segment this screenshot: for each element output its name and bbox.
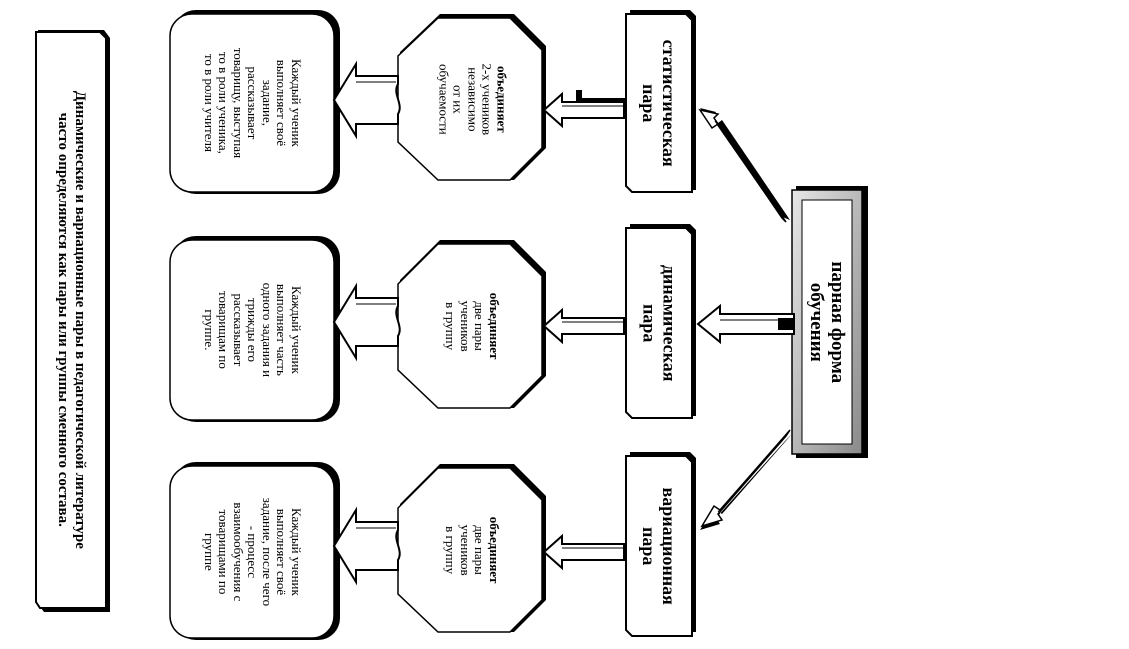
type-box-1 [625, 10, 696, 193]
desc-line-2-3: одного задания и [259, 282, 275, 378]
desc-box-2 [169, 236, 340, 422]
desc-line-2-4: трижды его [245, 297, 261, 363]
octagon-1 [397, 14, 546, 181]
unites-line-2-2: учеников [458, 300, 473, 352]
desc-line-1-6: то в роли ученика, [216, 51, 232, 155]
arrow-type-to-octagon-2 [542, 307, 625, 345]
unites-line-2-3: в группу [443, 302, 459, 350]
type-label-2-line-2: пара [639, 303, 660, 343]
desc-line-2-6: товарищам по [216, 291, 232, 369]
unites-text-2: объединяет две пары учеников в группу [406, 246, 538, 406]
unites-line-1-2: независимо [465, 66, 481, 132]
desc-line-3-6: товарищами по [216, 509, 232, 595]
arrow-octagon-to-desc-3 [332, 506, 401, 586]
desc-line-3-7: группе [201, 533, 217, 571]
unites-line-3-2: учеников [458, 524, 473, 576]
type-box-3 [625, 452, 696, 637]
main-box-line-1: парная форма [827, 261, 849, 383]
desc-line-1-1: Каждый ученик [288, 59, 304, 147]
main-box-line-2: обучения [806, 282, 828, 362]
arrow-type-to-octagon-3 [542, 533, 625, 571]
desc-line-1-2: выполняет своё [274, 59, 290, 147]
unites-text-1: объединяет 2-х учеников независимо от их… [406, 20, 538, 178]
side-note-line-1: Динамические и вариационные пары в педаг… [71, 90, 88, 550]
arrow-type-to-octagon-1 [542, 90, 626, 129]
desc-line-3-5: взаимообучения с [230, 502, 246, 602]
unites-lead-3: объединяет [487, 516, 503, 584]
unites-line-3-1: две пары [472, 525, 488, 575]
main-box-title: парная форма обучения [802, 200, 852, 444]
side-note-line-2: часто определяются как пары или группы с… [55, 112, 72, 528]
desc-line-2-7: группе. [201, 309, 217, 351]
desc-line-3-2: выполняет своё [274, 508, 290, 596]
unites-lead-2: объединяет [487, 292, 503, 360]
unites-line-2-1: две пары [472, 301, 488, 351]
type-label-2-line-1: динамическая [659, 264, 680, 382]
unites-line-1-1: 2-х учеников [479, 63, 495, 135]
type-label-1: статистическая пара [626, 14, 692, 192]
type-label-1-line-1: статистическая [659, 39, 680, 167]
unites-line-1-4: обучаемости [436, 63, 452, 135]
desc-line-2-1: Каждый ученик [288, 286, 304, 374]
unites-line-1-3: от их [450, 84, 466, 114]
unites-text-3: объединяет две пары учеников в группу [406, 470, 538, 630]
type-label-3-line-2: пара [639, 526, 660, 566]
unites-line-3-3: в группу [443, 526, 459, 574]
octagon-3 [397, 464, 546, 633]
type-label-2: динамическая пара [626, 228, 692, 418]
octagon-2 [397, 240, 546, 409]
desc-line-1-7: то в роли учителя [201, 53, 217, 153]
arrow-main-to-type-2 [696, 303, 795, 345]
desc-line-3-4: - процесс [245, 525, 261, 579]
arrow-main-to-type-3 [700, 429, 792, 530]
side-note-box [35, 30, 110, 612]
desc-line-2-5: рассказывает [230, 293, 246, 367]
type-box-2 [625, 224, 696, 419]
desc-text-2: Каждый ученик выполняет часть одного зад… [174, 244, 330, 416]
unites-lead-1: объединяет [494, 65, 510, 133]
desc-box-1 [169, 10, 340, 194]
arrow-octagon-to-desc-2 [332, 282, 401, 362]
desc-line-1-3: задание, [259, 79, 275, 127]
desc-line-2-2: выполняет часть [274, 283, 290, 376]
desc-text-3: Каждый ученик выполняет своё задание, по… [174, 470, 330, 634]
desc-line-3-3: задание, после чего [259, 497, 275, 607]
main-box [791, 186, 868, 458]
type-label-3: вариационная пара [626, 456, 692, 636]
type-label-1-line-2: пара [639, 83, 659, 123]
desc-line-3-1: Каждый ученик [288, 508, 304, 596]
desc-box-3 [169, 462, 340, 640]
desc-text-1: Каждый ученик выполняет своё задание, ра… [174, 18, 330, 188]
type-label-3-line-1: вариационная [659, 487, 680, 605]
side-note: Динамические и вариационные пары в педаг… [36, 32, 106, 608]
arrow-octagon-to-desc-1 [332, 60, 401, 140]
arrow-main-to-type-1 [698, 108, 790, 223]
desc-line-1-4: рассказывает [245, 66, 261, 140]
desc-line-1-5: товарищу, выступая [230, 47, 246, 159]
